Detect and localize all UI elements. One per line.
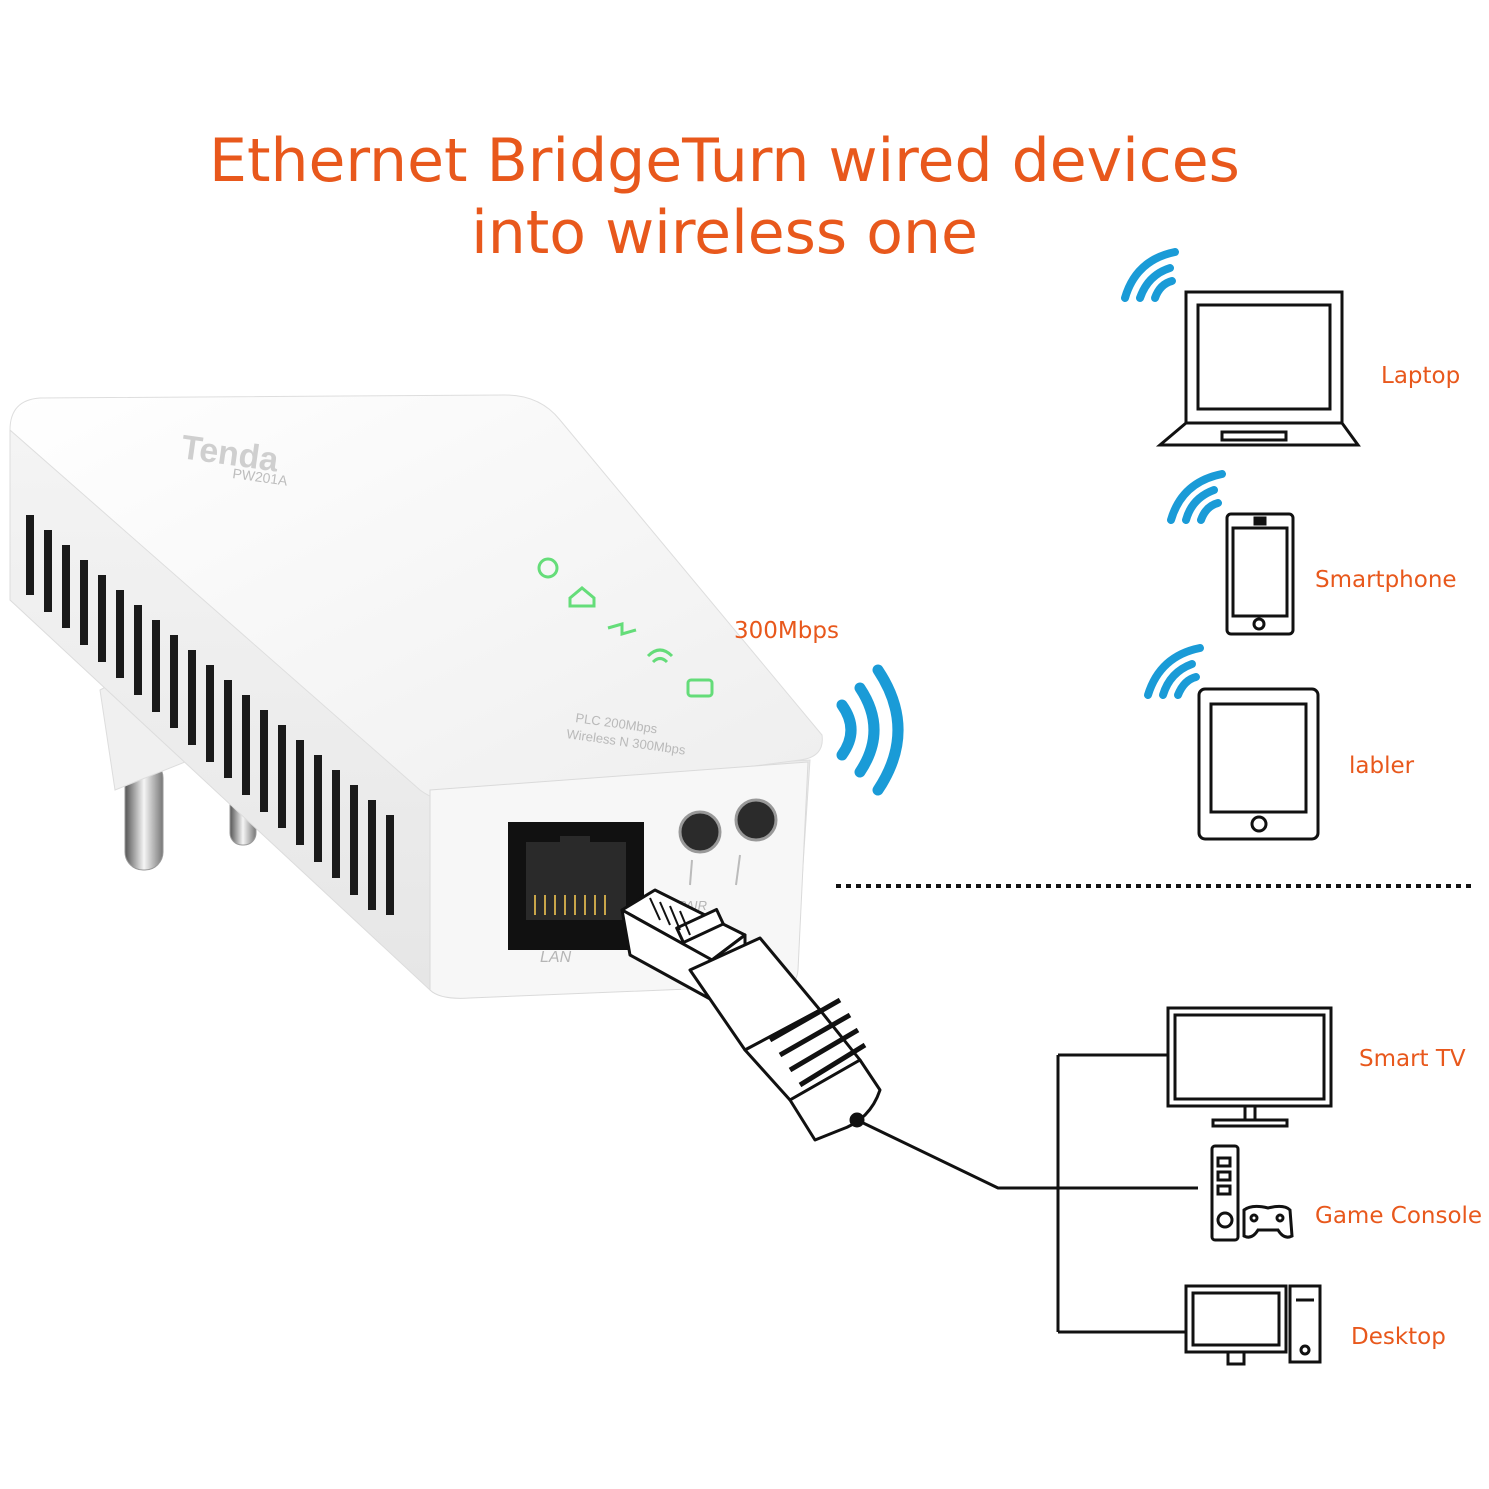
smart-tv-icon <box>1166 1006 1333 1128</box>
desktop-icon <box>1184 1284 1322 1366</box>
wired-connection-lines <box>856 1053 1198 1334</box>
tablet-icon <box>1197 687 1320 841</box>
speed-label: 300Mbps <box>734 618 839 644</box>
device-label-tablet: labler <box>1349 753 1415 779</box>
model-label: PW201A <box>232 465 290 489</box>
adapter-buttons: RST/PAIR <box>648 798 778 913</box>
status-leds <box>537 557 714 698</box>
headline-line-2: into wireless one <box>471 198 978 268</box>
adapter-wifi-icon <box>836 664 904 796</box>
smartphone-icon <box>1225 512 1295 636</box>
device-label-smart-tv: Smart TV <box>1359 1046 1466 1072</box>
device-label-laptop: Laptop <box>1381 363 1461 389</box>
device-label-smartphone: Smartphone <box>1315 567 1457 593</box>
device-label-game-console: Game Console <box>1315 1203 1483 1229</box>
power-led-icon <box>537 557 559 579</box>
plc-led-icon <box>568 586 596 608</box>
lan-port: LAN <box>508 822 644 966</box>
laptop-icon <box>1155 290 1361 447</box>
laptop-wifi-icon <box>1121 248 1179 302</box>
game-console-icon <box>1210 1144 1294 1242</box>
powerline-adapter: Tenda PW201A PLC 200Mbps Wireless N 300M… <box>9 394 823 999</box>
tablet-wifi-icon <box>1144 644 1204 699</box>
pair-led-icon <box>686 678 714 698</box>
device-label-desktop: Desktop <box>1351 1324 1446 1350</box>
headline-line-1: Ethernet BridgeTurn wired devices <box>209 126 1240 196</box>
wifi-led-icon <box>646 648 674 664</box>
vent-slots <box>26 515 394 915</box>
ethernet-led-icon <box>607 622 637 636</box>
lan-port-label: LAN <box>540 949 572 966</box>
smartphone-wifi-icon <box>1167 470 1226 524</box>
